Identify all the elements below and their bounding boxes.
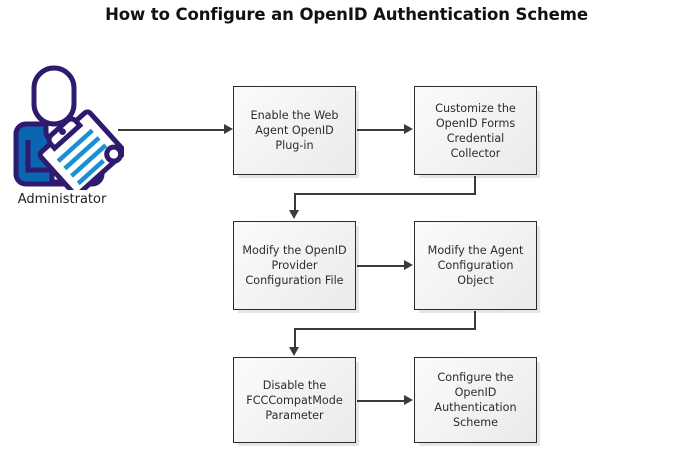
arrowhead-step-1-to-step-2 <box>404 123 413 134</box>
connector-step-4-to-step-5-segment-left <box>294 328 476 330</box>
connector-step-5-to-step-6 <box>357 400 405 402</box>
connector-step-2-to-step-3-segment-drop <box>294 193 296 211</box>
connector-step-2-to-step-3-segment-down <box>474 176 476 194</box>
connector-step-4-to-step-5-segment-drop <box>294 328 296 348</box>
flowchart-node-label: Modify the Agent Configuration Object <box>427 244 524 287</box>
flowchart-node-step-2[interactable]: Customize the OpenID Forms Credential Co… <box>414 86 537 175</box>
arrowhead-step-2-to-step-3 <box>289 210 300 219</box>
page-title: How to Configure an OpenID Authenticatio… <box>105 5 588 24</box>
connector-step-4-to-step-5-segment-down <box>474 311 476 329</box>
flowchart-node-step-1[interactable]: Enable the Web Agent OpenID Plug-in <box>233 86 356 175</box>
flowchart-node-label: Configure the OpenID Authentication Sche… <box>434 371 517 429</box>
flowchart-node-label: Modify the OpenID Provider Configuration… <box>242 244 347 287</box>
flowchart-node-label: Customize the OpenID Forms Credential Co… <box>435 101 516 160</box>
connector-step-3-to-step-4 <box>357 265 405 267</box>
connector-administrator-to-step-1 <box>118 129 225 131</box>
arrowhead-administrator-to-step-1 <box>224 123 233 134</box>
flowchart-node-label: Disable the FCCCompatMode Parameter <box>246 378 343 422</box>
connector-step-1-to-step-2 <box>357 129 405 131</box>
flowchart-node-label: Enable the Web Agent OpenID Plug-in <box>250 109 339 152</box>
flowchart-node-step-3[interactable]: Modify the OpenID Provider Configuration… <box>233 221 356 310</box>
flowchart-node-step-4[interactable]: Modify the Agent Configuration Object <box>414 221 537 310</box>
administrator-person-clipboard-icon <box>13 65 124 190</box>
connector-step-2-to-step-3-segment-left <box>294 193 476 195</box>
administrator-label: Administrator <box>17 192 107 207</box>
administrator-actor <box>6 62 124 190</box>
arrowhead-step-4-to-step-5 <box>289 347 300 356</box>
flowchart-node-step-5[interactable]: Disable the FCCCompatMode Parameter <box>233 357 356 443</box>
arrowhead-step-5-to-step-6 <box>404 394 413 405</box>
arrowhead-step-3-to-step-4 <box>404 259 413 270</box>
flowchart-node-step-6[interactable]: Configure the OpenID Authentication Sche… <box>414 357 537 443</box>
